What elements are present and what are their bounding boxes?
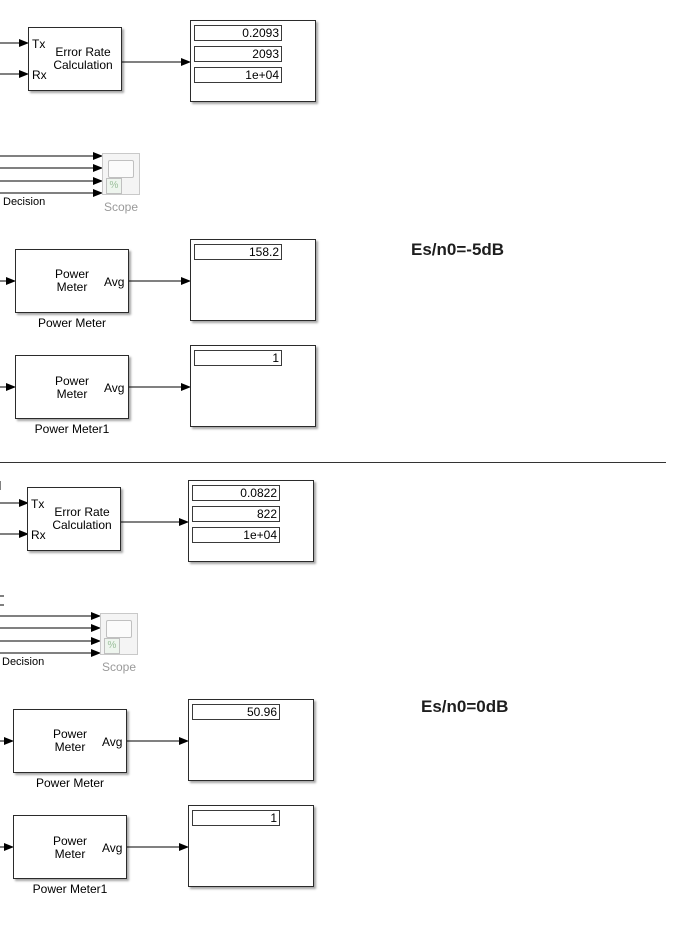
esn0-annotation: Es/n0=0dB (421, 697, 509, 716)
error-rate-value: 0.2093 (194, 25, 282, 41)
symbol-count-value: 1e+04 (194, 67, 282, 83)
block-label: Power (52, 727, 87, 741)
power-value: 158.2 (194, 244, 282, 260)
block-label: Meter (54, 847, 86, 861)
power-meter-name: Power Meter (35, 776, 105, 790)
error-count-value: 822 (192, 506, 280, 522)
block-label: Calculation (53, 58, 113, 72)
scope-percent-icon: % (104, 638, 120, 654)
scope-label: Scope (104, 200, 139, 214)
power-meter-block[interactable]: Power Meter Avg (15, 249, 129, 313)
tx-port-label: Tx (32, 37, 46, 51)
esn0-annotation: Es/n0=-5dB (411, 240, 505, 259)
scope-screen-icon (106, 620, 132, 638)
power-meter-name: Power Meter1 (32, 882, 108, 896)
block-label: Meter (56, 280, 88, 294)
decision-label: Decision (3, 196, 46, 208)
power-meter-block[interactable]: Power Meter Avg (15, 355, 129, 419)
block-label: Meter (54, 740, 86, 754)
error-rate-calculation-block[interactable]: Tx Rx Error Rate Calculation (27, 487, 121, 551)
block-label: Error Rate (54, 505, 110, 519)
block-label: Power (54, 374, 89, 388)
scope-label: Scope (102, 660, 137, 674)
power-value: 1 (192, 810, 280, 826)
block-label: Calculation (52, 518, 112, 532)
power-value: 1 (194, 350, 282, 366)
power-meter-name: Power Meter (37, 316, 107, 330)
error-rate-calculation-block[interactable]: Tx Rx Error Rate Calculation (28, 27, 122, 91)
block-label: Power (54, 267, 89, 281)
power-display-block[interactable]: 50.96 (188, 699, 314, 781)
scope-percent-icon: % (106, 178, 122, 194)
power-value: 50.96 (192, 704, 280, 720)
scope-screen-icon (108, 160, 134, 178)
avg-port-label: Avg (104, 381, 125, 395)
avg-port-label: Avg (104, 275, 125, 289)
error-display-block[interactable]: 0.0822 822 1e+04 (188, 480, 314, 562)
power-display-block[interactable]: 158.2 (190, 239, 316, 321)
power-display-block[interactable]: 1 (188, 805, 314, 887)
scope-block[interactable]: % (100, 613, 138, 655)
section-divider (0, 462, 666, 463)
error-display-block[interactable]: 0.2093 2093 1e+04 (190, 20, 316, 102)
decision-label: Decision (2, 656, 45, 668)
block-label: Power (52, 834, 87, 848)
power-meter-name: Power Meter1 (34, 422, 110, 436)
block-label: Meter (56, 387, 88, 401)
rx-port-label: Rx (31, 528, 46, 542)
block-label: Error Rate (55, 45, 111, 59)
power-meter-block[interactable]: Power Meter Avg (13, 709, 127, 773)
rx-port-label: Rx (32, 68, 47, 82)
symbol-count-value: 1e+04 (192, 527, 280, 543)
tx-port-label: Tx (31, 497, 45, 511)
error-count-value: 2093 (194, 46, 282, 62)
power-display-block[interactable]: 1 (190, 345, 316, 427)
power-meter-block[interactable]: Power Meter Avg (13, 815, 127, 879)
error-rate-value: 0.0822 (192, 485, 280, 501)
avg-port-label: Avg (102, 735, 123, 749)
scope-block[interactable]: % (102, 153, 140, 195)
avg-port-label: Avg (102, 841, 123, 855)
